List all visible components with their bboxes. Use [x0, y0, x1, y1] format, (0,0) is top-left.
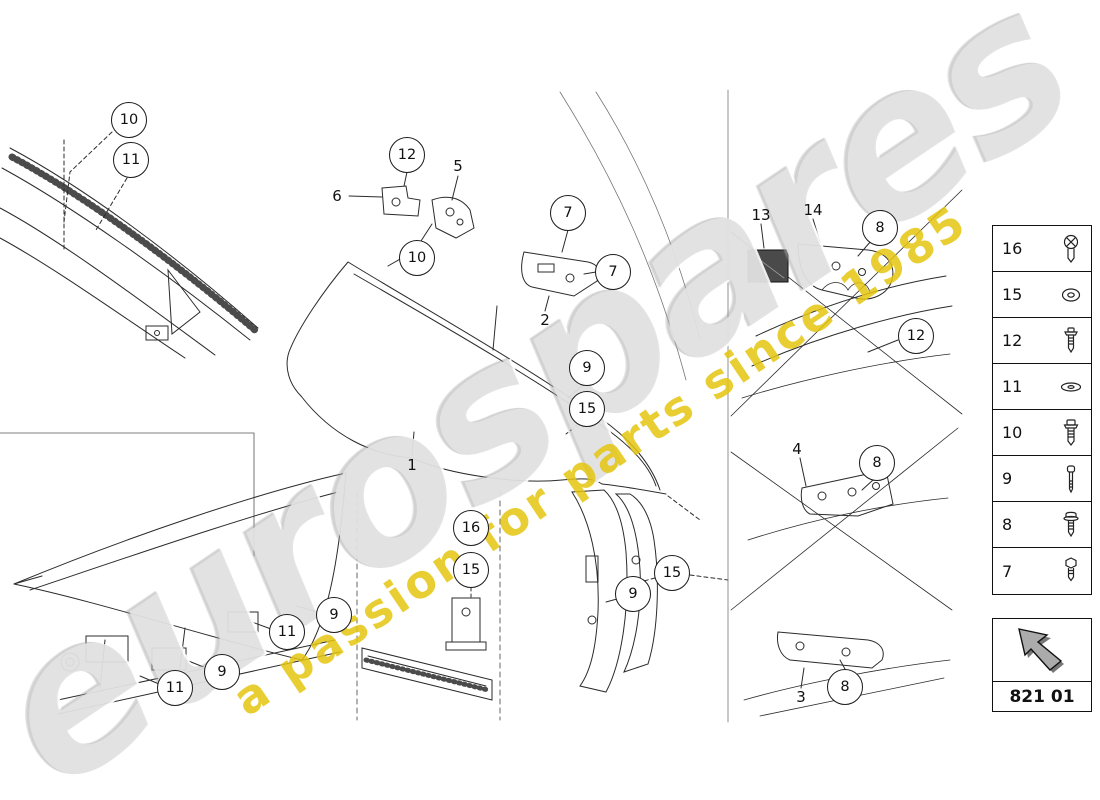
back-arrow-button[interactable]: [992, 618, 1092, 682]
body-corner-top-left-drawing: [0, 131, 260, 359]
fastener-number: 7: [1002, 561, 1013, 581]
fastener-row-7[interactable]: 7: [993, 548, 1091, 594]
callout-9[interactable]: 9: [615, 576, 651, 612]
callout-7[interactable]: 7: [550, 195, 586, 231]
callout-8[interactable]: 8: [862, 210, 898, 246]
callout-15[interactable]: 15: [569, 391, 605, 427]
fastener-number: 8: [1002, 515, 1013, 534]
callout-9[interactable]: 9: [316, 597, 352, 633]
callout-16[interactable]: 16: [453, 510, 489, 546]
callout-11[interactable]: 11: [157, 670, 193, 706]
fastener-row-9[interactable]: 9: [993, 456, 1091, 502]
callout-6[interactable]: 6: [332, 187, 342, 205]
callout-9[interactable]: 9: [204, 654, 240, 690]
callout-2[interactable]: 2: [540, 311, 550, 329]
fastener-number: 9: [1002, 469, 1013, 488]
callout-1[interactable]: 1: [407, 456, 417, 474]
callout-7[interactable]: 7: [595, 254, 631, 290]
flange-screw-icon: [1060, 326, 1082, 356]
flange-bolt-icon: [1060, 418, 1082, 448]
callout-11[interactable]: 11: [113, 142, 149, 178]
fastener-row-12[interactable]: 12: [993, 318, 1091, 364]
callout-3[interactable]: 3: [796, 688, 806, 706]
callout-9[interactable]: 9: [569, 350, 605, 386]
push-rivet-icon: [1060, 234, 1082, 264]
callout-15[interactable]: 15: [453, 552, 489, 588]
page-code: 821 01: [992, 682, 1092, 712]
fastener-row-8[interactable]: 8: [993, 502, 1091, 548]
page-ref-box: 821 01: [992, 618, 1092, 712]
front-fender-main-drawing: [286, 257, 729, 693]
fender-side-profile-drawing: [0, 432, 347, 715]
callout-15[interactable]: 15: [654, 555, 690, 591]
washer-icon: [1060, 280, 1082, 310]
back-arrow-icon: [1009, 621, 1075, 679]
fastener-row-16[interactable]: 16: [993, 226, 1091, 272]
callout-8[interactable]: 8: [859, 445, 895, 481]
sill-bracket-strip-drawing: [356, 491, 501, 721]
callout-14[interactable]: 14: [803, 201, 823, 219]
detail-view-mid-right-drawing: [730, 427, 959, 611]
fastener-row-10[interactable]: 10: [993, 410, 1091, 456]
flat-washer-icon: [1060, 372, 1082, 402]
callout-10[interactable]: 10: [111, 102, 147, 138]
fastener-row-11[interactable]: 11: [993, 364, 1091, 410]
fastener-number: 11: [1002, 377, 1023, 396]
callout-11[interactable]: 11: [269, 614, 305, 650]
callout-4[interactable]: 4: [792, 440, 802, 458]
callout-12[interactable]: 12: [389, 137, 425, 173]
socket-bolt-icon: [1060, 464, 1082, 494]
fastener-row-15[interactable]: 15: [993, 272, 1091, 318]
fastener-number: 10: [1002, 423, 1023, 442]
construction-lines: [559, 89, 729, 723]
callout-13[interactable]: 13: [751, 206, 771, 224]
hex-bolt-icon: [1060, 556, 1082, 586]
detail-view-top-right-drawing: [730, 189, 963, 417]
upper-brackets-drawing: [348, 171, 600, 312]
callout-5[interactable]: 5: [453, 157, 463, 175]
callout-8[interactable]: 8: [827, 669, 863, 705]
pan-screw-icon: [1060, 510, 1082, 540]
callout-10[interactable]: 10: [399, 240, 435, 276]
callout-12[interactable]: 12: [898, 318, 934, 354]
fasteners-table: 16 15 12 11: [992, 225, 1092, 595]
fastener-number: 12: [1002, 331, 1023, 350]
fastener-number: 15: [1002, 285, 1023, 304]
fastener-number: 16: [1002, 239, 1023, 258]
